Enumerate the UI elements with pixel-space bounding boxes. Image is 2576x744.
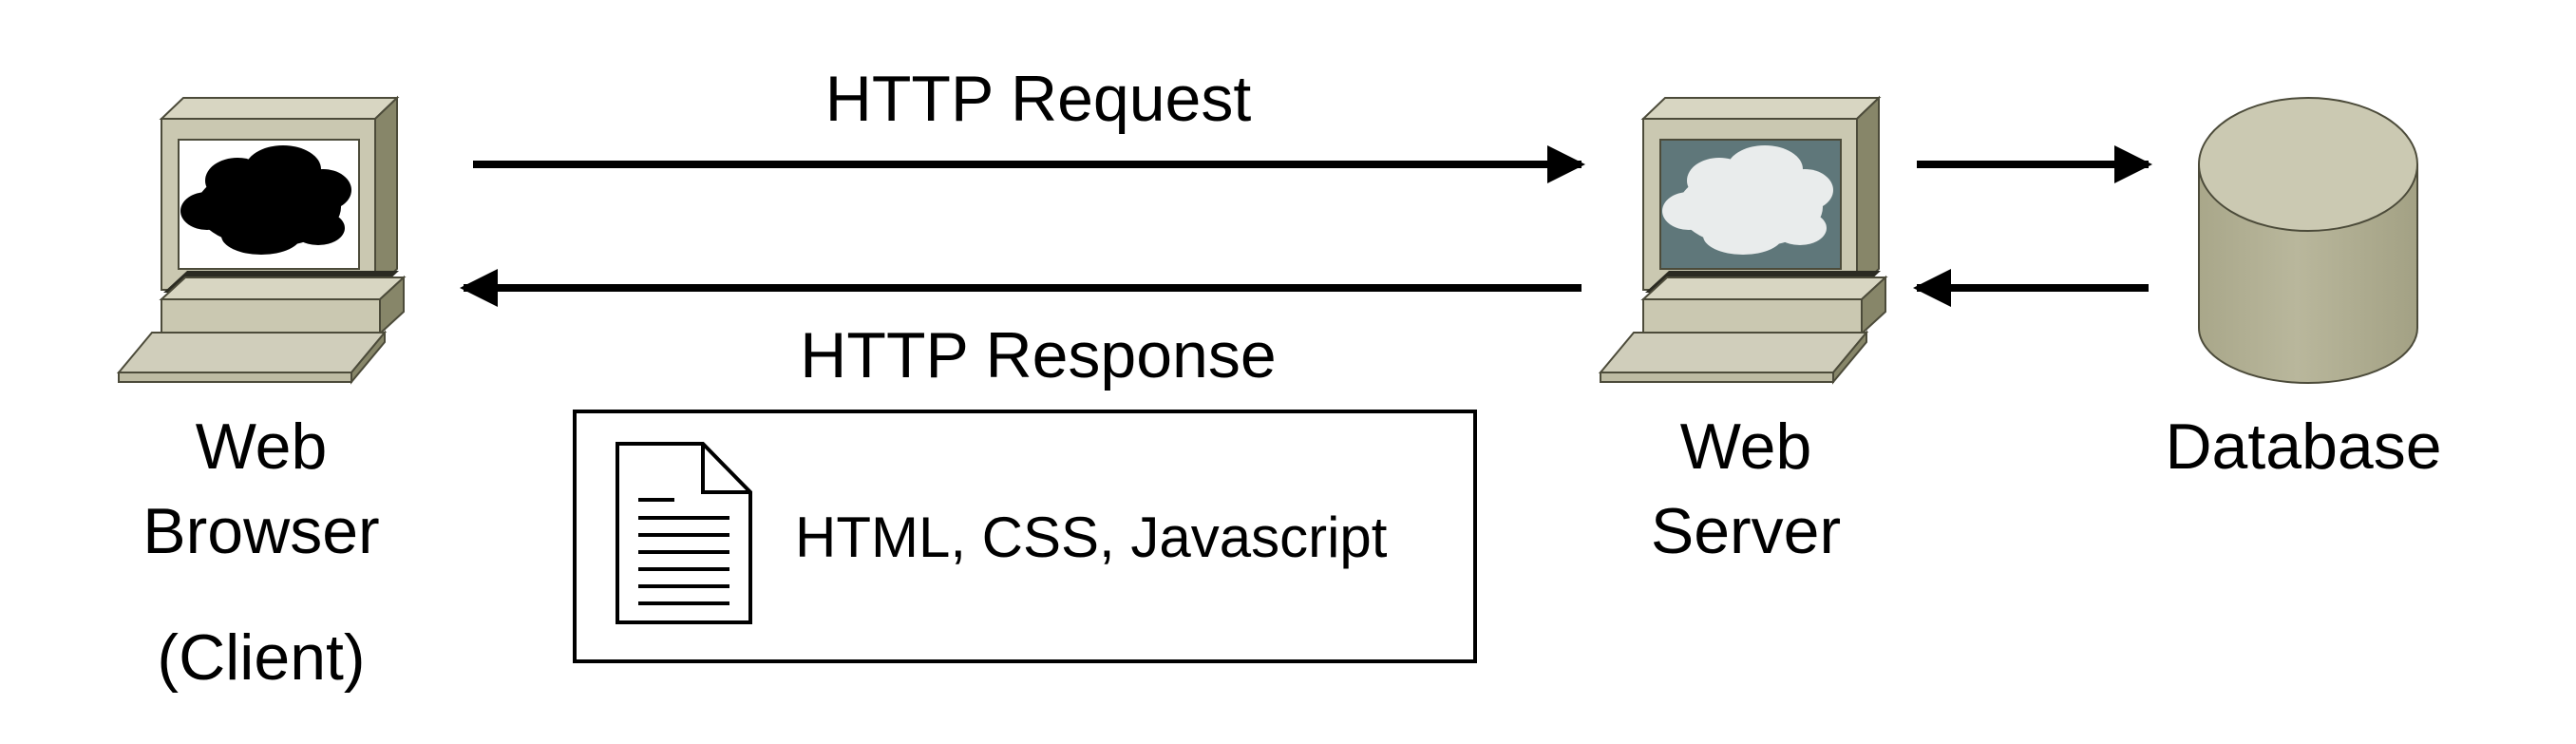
server-label-line1: Web (1679, 410, 1812, 483)
document-icon (616, 442, 752, 624)
web-browser-computer-icon (116, 95, 407, 385)
web-server-computer-icon (1598, 95, 1888, 385)
client-label-line1: Web (195, 410, 328, 483)
payload-label: HTML, CSS, Javascript (795, 506, 1388, 569)
client-label-line3: (Client) (157, 621, 366, 694)
cloud-icon (180, 145, 351, 255)
http-response-label: HTTP Response (800, 319, 1277, 391)
client-label-line2: Browser (142, 495, 380, 567)
server-label-line2: Server (1650, 495, 1842, 567)
cloud-icon (1662, 145, 1833, 255)
database-label: Database (2165, 410, 2442, 483)
database-cylinder-icon (2198, 97, 2418, 384)
http-request-label: HTTP Request (824, 63, 1252, 135)
